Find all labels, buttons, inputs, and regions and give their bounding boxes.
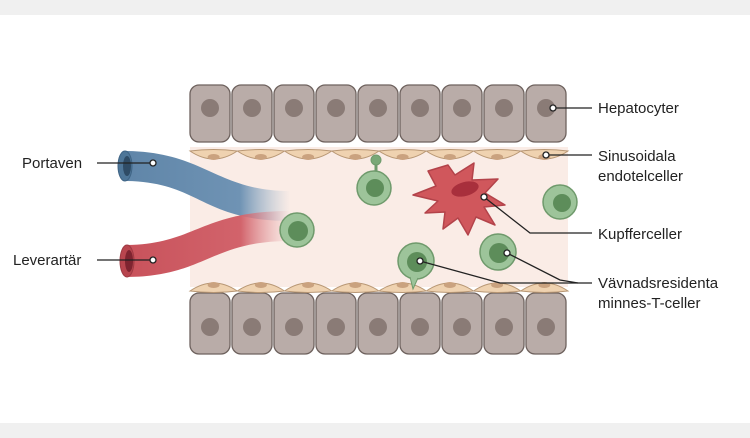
t-cell-attached [356, 154, 392, 206]
t-cell-edge [542, 184, 578, 220]
endothelial-cell [472, 149, 523, 160]
label-sinusoidal-endothelial-line2: endotelceller [598, 168, 683, 185]
endothelial-cell [235, 282, 286, 293]
hepatocyte-cell [231, 84, 273, 143]
hepatocyte-cell [525, 292, 567, 355]
hepatocyte-cell [273, 292, 315, 355]
kupffer-cell [412, 162, 506, 236]
hepatocyte-cell [399, 292, 441, 355]
hepatocyte-cell [357, 292, 399, 355]
label-tissue-resident-line1: Vävnadsresidenta [598, 275, 719, 292]
label-kupffer-cells: Kupfferceller [598, 226, 682, 243]
endothelial-cell [283, 149, 334, 160]
label-tissue-resident-line2: minnes-T-celler [598, 295, 701, 312]
hepatocyte-cell [189, 292, 231, 355]
hepatocyte-cell [231, 292, 273, 355]
hepatocyte-cell [189, 84, 231, 143]
label-hepatocytes: Hepatocyter [598, 100, 679, 117]
hepatic-artery [119, 211, 290, 278]
endothelial-lining-top [188, 149, 570, 160]
t-cell [279, 212, 315, 248]
hepatocyte-row-top [189, 84, 567, 143]
label-portal-vein: Portaven [22, 155, 82, 172]
endothelial-cell [472, 282, 523, 293]
leader-lines [97, 107, 592, 284]
portal-vein [117, 150, 290, 221]
leader-endpoints [149, 104, 557, 265]
endothelial-cell [424, 149, 475, 160]
label-hepatic-artery: Leverartär [13, 252, 81, 269]
label-sinusoidal-endothelial-line1: Sinusoidala [598, 148, 676, 165]
hepatocyte-cell [441, 292, 483, 355]
endothelial-lining-bottom [188, 282, 570, 293]
hepatocyte-cell [483, 292, 525, 355]
hepatocyte-cell [399, 84, 441, 143]
hepatocyte-cell [525, 84, 567, 143]
diagram-canvas: Hepatocyter Sinusoidala endotelceller Ku… [13, 84, 719, 355]
hepatocyte-cell [315, 84, 357, 143]
t-cell [479, 233, 517, 271]
hepatocyte-cell [483, 84, 525, 143]
hepatocyte-row-bottom [189, 292, 567, 355]
hepatocyte-cell [273, 84, 315, 143]
hepatocyte-cell [441, 84, 483, 143]
hepatocyte-cell [357, 84, 399, 143]
hepatocyte-cell [315, 292, 357, 355]
liver-sinusoid-diagram: Hepatocyter Sinusoidala endotelceller Ku… [0, 15, 750, 423]
